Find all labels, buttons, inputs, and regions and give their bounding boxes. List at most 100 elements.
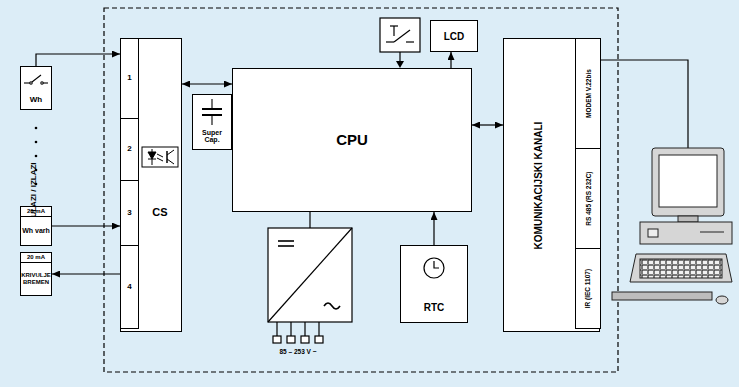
push-button [394,30,410,42]
optocoupler-symbol [142,147,178,167]
box-label: Wh varh [21,217,51,245]
modem-line [600,60,688,148]
power-supply [309,212,310,228]
power-supply [268,228,352,322]
optocoupler-symbol [167,159,174,164]
clock-symbol [434,261,439,268]
switch-symbol [43,82,48,83]
power-supply [290,322,291,336]
comm-cell: MODEM V.22bis [575,38,601,149]
box-label: RS 485 (RS 232C) [584,171,591,225]
switch-symbol [41,82,43,84]
power-supply [273,336,281,343]
switch-symbol [21,69,51,91]
computer-picture [678,216,698,222]
comm-cell: IR (IEC 1107) [575,248,601,329]
box-label: LCD [431,30,477,43]
optocoupler-symbol [140,145,180,169]
terminal-cell: 3 [120,180,139,246]
pulse-box: 20 mAKRIVULJE BREMEN [20,252,52,296]
meter-box: Wh [20,66,52,110]
connector [52,273,120,274]
push-button [380,18,420,52]
box-label: KOMUNIKACIJSKI KANALI [534,121,545,249]
computer-picture [648,229,658,237]
comm-block: KOMUNIKACIJSKI KANALI MODEM V.22bis RS 485… [503,38,600,332]
power-supply [315,336,323,343]
computer-picture [612,292,712,300]
capacitor-box: Super Cap. [192,94,232,150]
power-supply [318,322,319,336]
power-supply [268,212,352,343]
switch-symbol [30,82,32,84]
cpu-box: CPU [232,68,472,212]
box-label: KRIVULJE BREMEN [21,263,51,295]
capacitor-symbol [193,97,231,129]
optocoupler-symbol [157,154,163,157]
box-label: 20 mA [21,253,51,263]
voltage-label: 85 – 253 V ~ [279,348,316,355]
power-supply [301,336,309,343]
computer-picture [640,222,732,244]
box-label: MODEM V.22bis [584,69,591,118]
switch-symbol [32,75,41,82]
push-button [399,52,400,62]
power-supply [276,322,277,336]
terminal-cell: 4 [120,245,139,329]
terminal-cell: 1 [120,38,139,119]
computer-picture [612,148,732,304]
connector [52,225,120,226]
label-slot: ULAZI / IZLAZI [6,186,61,195]
terminal-cell: 2 [120,118,139,181]
power-supply [268,228,352,322]
capacitor-symbol [202,108,222,110]
connector [182,83,232,84]
optocoupler-symbol [148,152,156,159]
connector [472,124,503,125]
terminal-number: 4 [121,282,138,293]
push-button [386,41,394,42]
connector [36,54,120,66]
power-supply [324,303,340,309]
switch-symbol [24,75,48,84]
optocoupler-symbol [166,151,168,163]
box-label: CS [139,205,181,219]
power-supply [278,240,294,242]
box-label: RTC [401,301,467,314]
power-supply [287,336,295,343]
capacitor-symbol [211,115,212,125]
optocoupler-symbol [142,147,178,167]
optocoupler-symbol [167,150,174,155]
power-supply [304,322,305,336]
push-button [390,25,398,26]
capacitor-symbol [202,99,222,125]
push-button [380,18,420,68]
computer-picture [659,155,717,207]
clock-symbol [424,258,444,278]
clock-symbol [422,256,446,280]
display-box: LCD [430,20,478,52]
connector [433,212,434,245]
continuation-dots [35,155,38,158]
device-housing [104,8,618,372]
terminal-number: 1 [121,73,138,84]
optocoupler-symbol [152,159,153,165]
box-label: Wh [21,95,51,106]
continuation-dots [35,141,38,144]
box-label: Super Cap. [193,128,231,145]
computer-picture [640,259,722,278]
label-slot: 85 – 253 V ~ [279,348,316,355]
power-supply [278,245,294,247]
box-label: IR (IEC 1107) [584,269,591,308]
side-label: ULAZI / IZLAZI [30,162,39,217]
comm-cell: RS 485 (RS 232C) [575,148,601,249]
capacitor-symbol [211,99,212,109]
connector [450,52,451,68]
box-label: CPU [233,131,471,150]
clock-symbol [424,258,444,278]
io-block: CS 1 2 3 4 [120,38,182,332]
computer-picture [716,296,728,304]
terminal-number: 3 [121,208,138,219]
terminal-number: 2 [121,144,138,155]
